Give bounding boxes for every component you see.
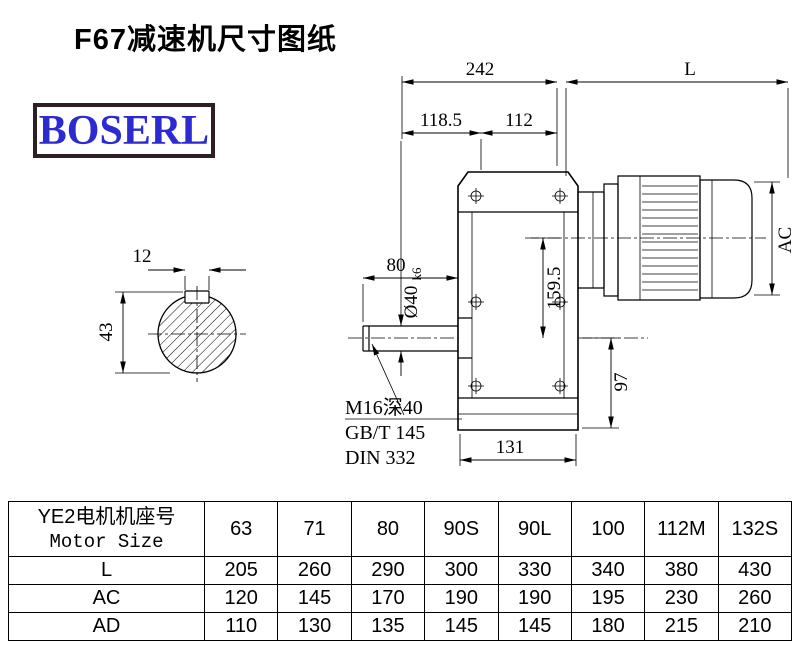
row-label: AD (8, 612, 205, 641)
dim-242-label: 242 (466, 59, 495, 80)
table-cell: 190 (424, 584, 499, 613)
table-cell: 430 (717, 556, 793, 585)
page-title: F67减速机尺寸图纸 (74, 24, 337, 56)
table-cell: 130 (277, 612, 352, 641)
table-cell: 145 (277, 584, 352, 613)
motor-dimension-table: YE2电机机座号 Motor Size 63 71 80 90S 90L 100… (8, 501, 793, 641)
motor-size-cell: 90L (497, 501, 572, 557)
boserl-logo: BOSERL (33, 103, 215, 158)
table-cell: 205 (203, 556, 279, 585)
table-cell: 170 (350, 584, 426, 613)
row-label: AC (8, 584, 205, 613)
din-standard-note: DIN 332 (345, 447, 416, 469)
shaft-section-view (115, 267, 246, 382)
dim-112-label: 112 (505, 110, 533, 131)
motor-fan-cover (699, 179, 753, 299)
motor-size-cell: 90S (424, 501, 499, 557)
table-cell: 145 (424, 612, 499, 641)
table-cell: 145 (497, 612, 572, 641)
technical-drawing: 242 L 118.5 112 AC 12 43 80 Ø40 k6 159.5… (96, 59, 796, 469)
motor-size-header-en: Motor Size (49, 530, 164, 553)
shaft-diameter-label: Ø40 (401, 286, 422, 319)
gb-standard-note: GB/T 145 (345, 422, 425, 444)
dim-97-label: 97 (611, 373, 632, 392)
logo-text: BOSERL (38, 107, 210, 154)
dim-AC-label: AC (775, 227, 796, 253)
dim-80-label: 80 (387, 255, 406, 276)
table-cell: 330 (497, 556, 572, 585)
table-cell: 120 (203, 584, 279, 613)
table-row-AD: AD 110 130 135 145 145 180 215 210 (8, 612, 793, 641)
table-cell: 230 (644, 584, 719, 613)
dim-131-label: 131 (496, 437, 525, 458)
motor-size-cell: 80 (350, 501, 426, 557)
dim-118-5-label: 118.5 (420, 110, 462, 131)
dimension-labels: 242 L 118.5 112 AC 12 43 80 Ø40 k6 159.5… (96, 59, 796, 469)
motor-size-cell: 112M (644, 501, 719, 557)
motor-size-cell: 132S (717, 501, 793, 557)
table-row-L: L 205 260 290 300 330 340 380 430 (8, 556, 793, 585)
table-cell: 210 (717, 612, 793, 641)
table-row-AC: AC 120 145 170 190 190 195 230 260 (8, 584, 793, 613)
motor-flange (578, 191, 605, 289)
gearbox-housing (457, 171, 579, 431)
table-cell: 135 (350, 612, 426, 641)
table-cell: 290 (350, 556, 426, 585)
section-centerlines (148, 286, 246, 382)
motor-size-header-cell: YE2电机机座号 Motor Size (8, 501, 205, 557)
dim-12-label: 12 (133, 246, 152, 267)
table-cell: 195 (570, 584, 646, 613)
motor-size-cell: 100 (570, 501, 646, 557)
motor-size-cell: 63 (203, 501, 279, 557)
row-label: L (8, 556, 205, 585)
housing-bolt-holes (468, 188, 568, 394)
shaft-tolerance-label: k6 (409, 267, 424, 281)
motor-size-cell: 71 (277, 501, 352, 557)
motor-size-header-cn: YE2电机机座号 (37, 505, 176, 528)
dimension-lines (345, 76, 789, 466)
dim-159-5-label: 159.5 (544, 267, 565, 310)
table-cell: 300 (424, 556, 499, 585)
table-cell: 260 (717, 584, 793, 613)
dim-43-label: 43 (96, 323, 117, 342)
motor-body (617, 175, 701, 301)
thread-note: M16深40 (345, 396, 423, 419)
table-header-row: YE2电机机座号 Motor Size 63 71 80 90S 90L 100… (8, 501, 793, 557)
motor (525, 175, 766, 301)
table-cell: 380 (644, 556, 719, 585)
table-cell: 110 (203, 612, 279, 641)
motor-cooling-fins (642, 185, 698, 291)
table-cell: 260 (277, 556, 352, 585)
table-cell: 215 (644, 612, 719, 641)
table-cell: 180 (570, 612, 646, 641)
table-cell: 340 (570, 556, 646, 585)
dim-L-label: L (684, 59, 696, 80)
table-cell: 190 (497, 584, 572, 613)
